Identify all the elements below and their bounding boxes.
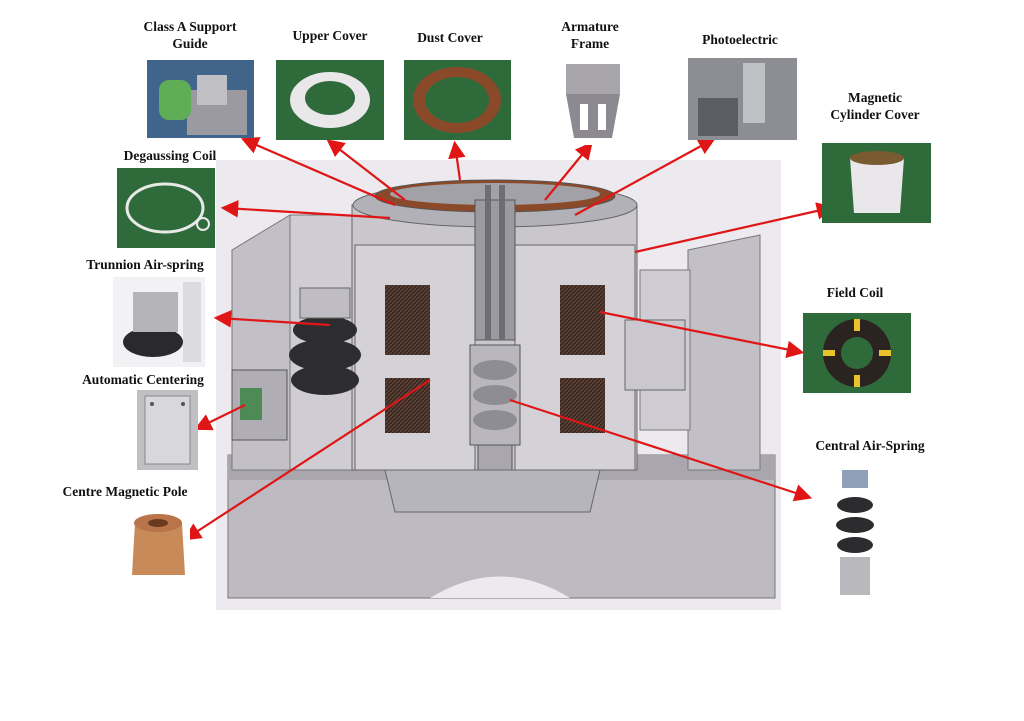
label-photoelectric: Photoelectric: [702, 32, 778, 47]
label-field-coil: Field Coil: [826, 285, 884, 300]
label-degaussing-coil: Degaussing Coil: [123, 148, 217, 163]
photo-trunnion-air-spring: [113, 277, 205, 367]
photo-photoelectric: [688, 58, 797, 140]
label-class-a-support-guide: Class A Support Guide: [143, 19, 237, 51]
label-centre-magnetic-pole: Centre Magnetic Pole: [62, 484, 188, 499]
photo-dust-cover: [404, 60, 511, 140]
photo-degaussing-coil: [117, 168, 215, 248]
label-magnetic-cylinder-cover: Magnetic Cylinder Cover: [830, 90, 920, 122]
photo-central-air-spring: [820, 465, 890, 600]
photo-upper-cover: [276, 60, 384, 140]
label-automatic-centering: Automatic Centering: [82, 372, 204, 387]
label-dust-cover: Dust Cover: [417, 30, 483, 45]
photo-field-coil: [803, 313, 911, 393]
photo-magnetic-cylinder-cover: [822, 143, 931, 223]
photo-automatic-centering: [137, 390, 198, 470]
photo-armature-frame: [560, 60, 626, 145]
label-upper-cover: Upper Cover: [292, 28, 368, 43]
photo-class-a-support-guide: [147, 60, 254, 138]
label-trunnion-air-spring: Trunnion Air-spring: [86, 257, 204, 272]
label-central-air-spring: Central Air-Spring: [815, 438, 925, 453]
label-armature-frame: Armature Frame: [561, 19, 619, 51]
photo-centre-magnetic-pole: [127, 505, 190, 583]
